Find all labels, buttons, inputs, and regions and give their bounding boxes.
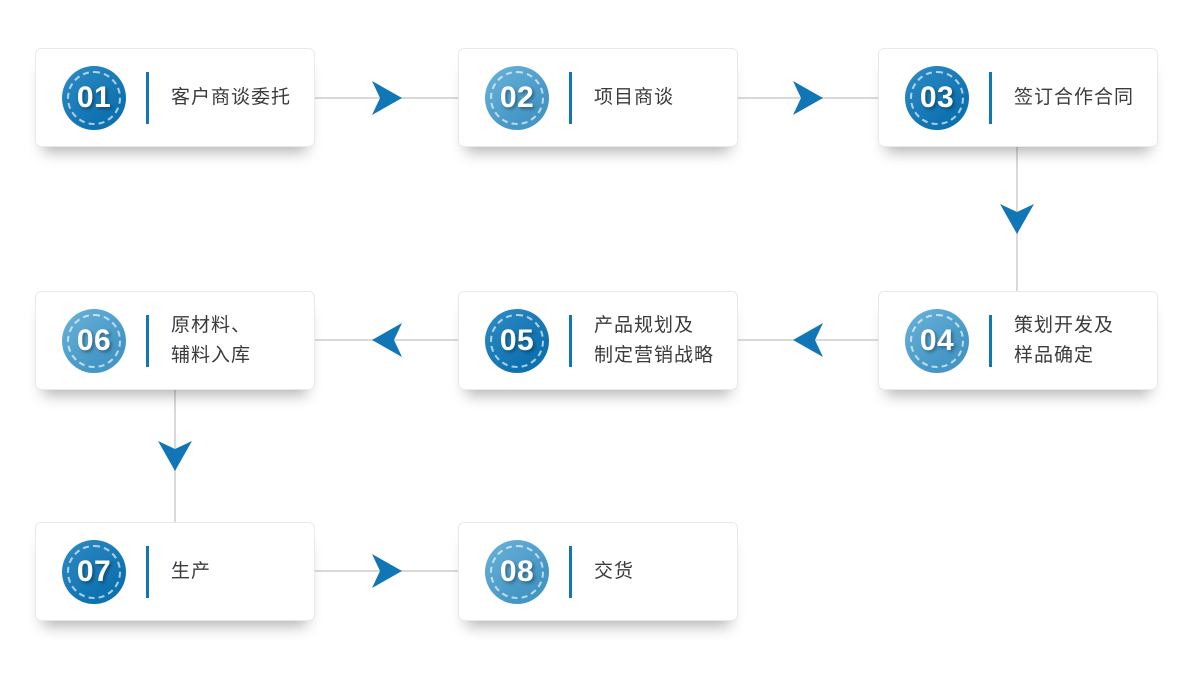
arrow-down-icon	[158, 441, 192, 471]
step-label: 客户商谈委托	[171, 83, 291, 112]
step-label-line: 样品确定	[1014, 344, 1095, 366]
vertical-divider	[989, 314, 992, 367]
vertical-divider	[146, 545, 149, 598]
connector-07-08	[315, 553, 458, 589]
arrow-down-icon	[1000, 204, 1034, 234]
step-number: 02	[499, 80, 535, 114]
step-card-04: 04 策划开发及 样品确定	[878, 291, 1158, 390]
step-number: 01	[76, 80, 112, 114]
step-label: 生产	[171, 557, 211, 586]
step-label-line: 原材料、	[171, 315, 252, 337]
step-card-06: 06 原材料、 辅料入库	[35, 291, 315, 390]
step-number: 07	[76, 554, 112, 588]
dashed-ring	[67, 544, 121, 599]
step-number-badge: 01	[62, 65, 126, 130]
step-label-line: 签订合作合同	[1014, 86, 1135, 108]
step-label-line: 辅料入库	[171, 344, 252, 366]
vertical-divider	[569, 314, 572, 367]
step-label-line: 项目商谈	[594, 86, 675, 108]
connector-03-04	[999, 147, 1035, 291]
step-card-03: 03 签订合作合同	[878, 48, 1158, 147]
step-number-badge: 05	[485, 308, 549, 373]
dashed-ring	[910, 70, 964, 125]
step-card-05: 05 产品规划及 制定营销战略	[458, 291, 738, 390]
connector-04-05	[737, 322, 878, 358]
step-label: 原材料、 辅料入库	[171, 311, 251, 370]
step-number: 05	[499, 323, 535, 357]
dashed-ring	[490, 70, 544, 125]
step-card-08: 08 交货	[458, 522, 738, 621]
connector-02-03	[737, 80, 878, 116]
arrow-right-icon	[371, 554, 402, 588]
vertical-divider	[146, 314, 149, 367]
connector-06-07	[157, 390, 193, 522]
vertical-divider	[569, 71, 572, 124]
arrow-right-icon	[792, 81, 823, 115]
step-number: 06	[76, 323, 112, 357]
arrow-right-icon	[371, 81, 402, 115]
step-number: 08	[499, 554, 535, 588]
step-label: 策划开发及 样品确定	[1014, 311, 1114, 370]
step-number-badge: 04	[905, 308, 969, 373]
step-label-line: 生产	[171, 560, 212, 582]
step-number-badge: 03	[905, 65, 969, 130]
step-label-line: 产品规划及	[594, 315, 695, 337]
step-label-line: 交货	[594, 560, 635, 582]
step-label-line: 制定营销战略	[594, 344, 715, 366]
step-number: 03	[919, 80, 955, 114]
dashed-ring	[910, 313, 964, 368]
step-number-badge: 08	[485, 539, 549, 604]
step-label: 交货	[594, 557, 634, 586]
dashed-ring	[490, 313, 544, 368]
connector-05-06	[315, 322, 458, 358]
step-number-badge: 06	[62, 308, 126, 373]
step-card-02: 02 项目商谈	[458, 48, 738, 147]
step-label: 签订合作合同	[1014, 83, 1134, 112]
dashed-ring	[67, 313, 121, 368]
step-label-line: 客户商谈委托	[171, 86, 292, 108]
step-number-badge: 07	[62, 539, 126, 604]
vertical-divider	[989, 71, 992, 124]
step-number: 04	[919, 323, 955, 357]
dashed-ring	[67, 70, 121, 125]
vertical-divider	[146, 71, 149, 124]
arrow-left-icon	[371, 323, 402, 357]
arrow-left-icon	[792, 323, 823, 357]
step-card-01: 01 客户商谈委托	[35, 48, 315, 147]
vertical-divider	[569, 545, 572, 598]
step-card-07: 07 生产	[35, 522, 315, 621]
step-number-badge: 02	[485, 65, 549, 130]
step-label: 项目商谈	[594, 83, 674, 112]
step-label: 产品规划及 制定营销战略	[594, 311, 714, 370]
connector-01-02	[315, 80, 458, 116]
dashed-ring	[490, 544, 544, 599]
step-label-line: 策划开发及	[1014, 315, 1115, 337]
